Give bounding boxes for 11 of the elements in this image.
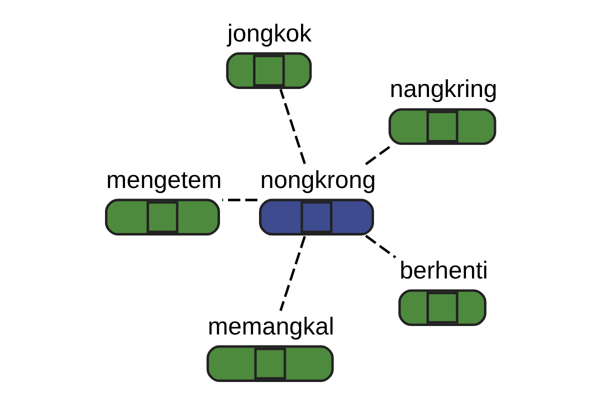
node-label: nangkring	[390, 76, 498, 104]
connector	[222, 198, 258, 202]
node-label: berhenti	[400, 257, 488, 284]
connector	[365, 144, 393, 166]
node-label: mengetem	[106, 166, 222, 194]
connector	[365, 234, 396, 258]
node-label: nongkrong	[260, 166, 376, 194]
connector	[279, 88, 306, 164]
connector	[279, 236, 306, 312]
node-label: jongkok	[227, 20, 312, 48]
node-label: memangkal	[208, 313, 334, 340]
